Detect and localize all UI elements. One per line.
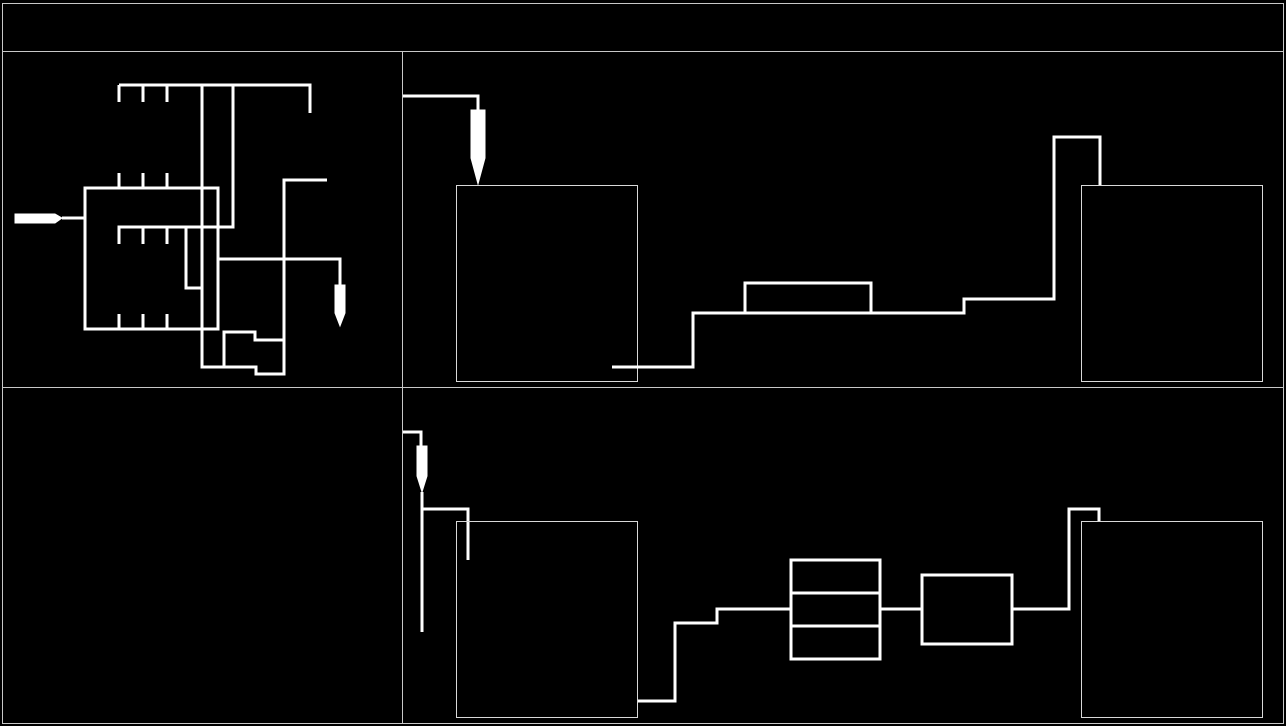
left-tank-bottom: [456, 521, 638, 718]
return-line: [200, 85, 327, 376]
inline-unit-top: [743, 281, 873, 313]
outlet-line-bottom: [1012, 507, 1101, 611]
manifold-loop: [83, 186, 220, 331]
loop-top-branches: [117, 173, 169, 188]
loop-bottom-branches: [117, 314, 169, 329]
manifold-schematic: [14, 83, 346, 376]
feed-pipe-top: [403, 94, 480, 110]
middle-header: [117, 85, 235, 244]
step-loop: [222, 330, 284, 369]
left-tank-top: [456, 185, 638, 382]
process-line-bottom: [403, 430, 1263, 718]
right-tank-top: [1081, 185, 1263, 382]
inlet-nozzle: [14, 213, 63, 224]
top-header-branches: [117, 85, 169, 102]
feed-branch-bottom: [422, 507, 470, 560]
inner-bypass: [184, 227, 201, 290]
process-line-top: [403, 94, 1263, 382]
feed-pipe-bottom: [403, 430, 423, 446]
right-tank-bottom: [1081, 521, 1263, 718]
outer-border: [2, 3, 1284, 724]
transfer-line-bottom: [638, 607, 791, 703]
injector-nozzle-top: [470, 109, 486, 186]
processing-unit: [920, 573, 1014, 646]
injector-nozzle-bottom: [416, 445, 428, 494]
top-header: [119, 83, 312, 113]
panel-frame: [2, 3, 1284, 724]
outlet-branch: [218, 257, 342, 285]
middle-header-branches: [141, 227, 169, 244]
outlet-nozzle: [334, 284, 346, 328]
transfer-line-top: [612, 135, 1102, 369]
filter-bank-dividers: [791, 591, 880, 628]
filter-bank: [789, 558, 882, 661]
